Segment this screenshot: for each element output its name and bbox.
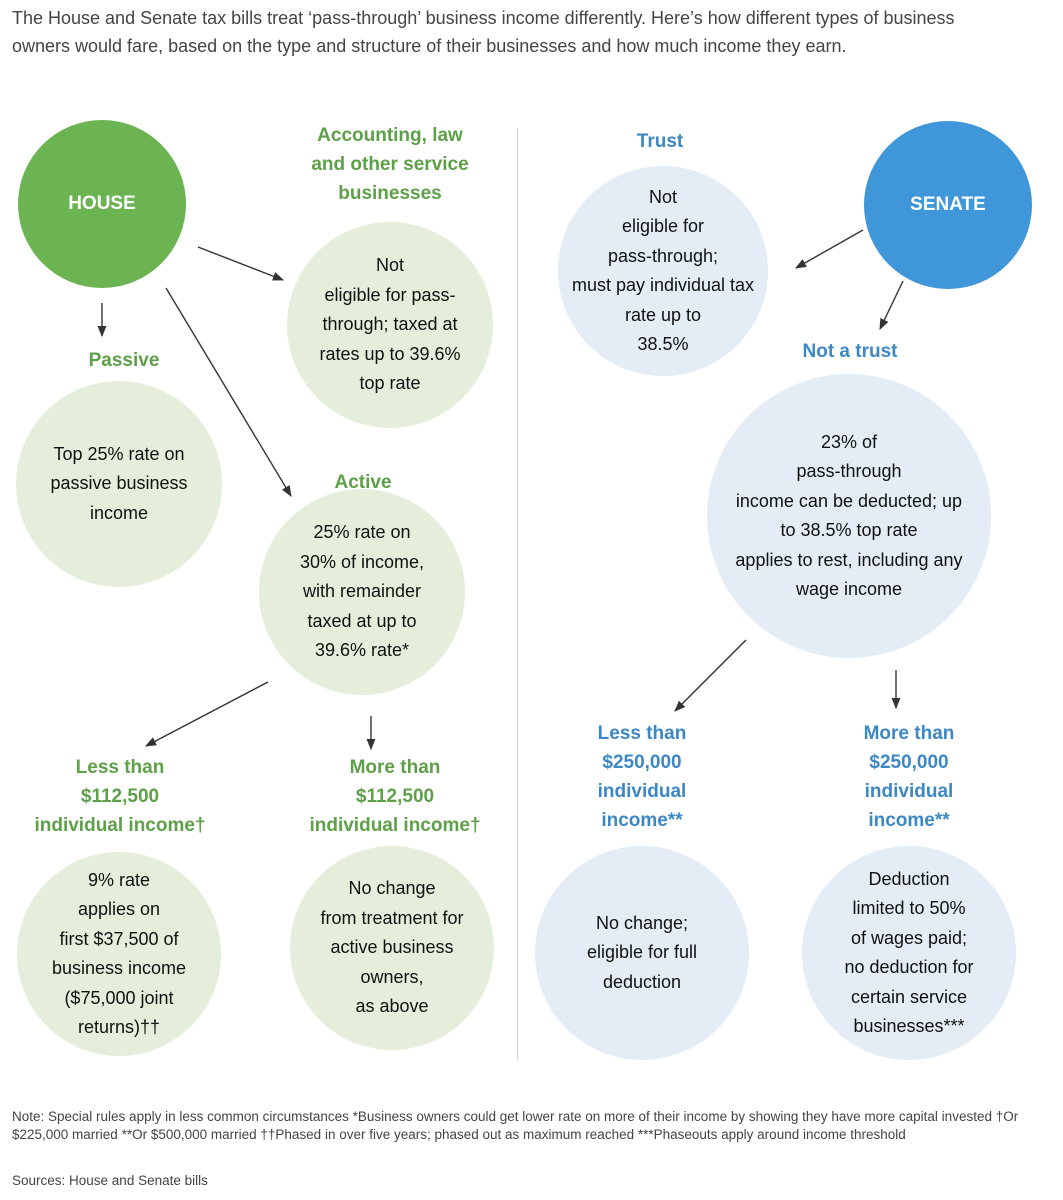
house-passive-bubble: Top 25% rate on passive business income	[16, 381, 222, 587]
sources: Sources: House and Senate bills	[12, 1173, 208, 1188]
arrow-not-trust-to-less	[674, 639, 747, 712]
senate-trust-bubble: Not eligible for pass-through; must pay …	[558, 166, 768, 376]
house-less-bubble: 9% rate applies on first $37,500 of busi…	[17, 852, 221, 1056]
house-active-bubble: 25% rate on 30% of income, with remainde…	[259, 489, 465, 695]
senate-not-trust-bubble: 23% of pass-through income can be deduct…	[707, 374, 991, 658]
house-more-bubble: No change from treatment for active busi…	[290, 846, 494, 1050]
arrow-active-to-less	[145, 681, 269, 747]
arrow-senate-to-trust	[795, 229, 864, 269]
footnote: Note: Special rules apply in less common…	[12, 1109, 1019, 1142]
house-hub-label: HOUSE	[68, 193, 136, 214]
house-service-label: Accounting, law and other service busine…	[311, 125, 469, 204]
senate-less-bubble: No change; eligible for full deduction	[535, 846, 749, 1060]
senate-not-trust-label: Not a trust	[802, 341, 898, 362]
arrow-senate-to-not-trust	[879, 280, 904, 331]
house-hub: HOUSE	[18, 120, 186, 288]
house-active-label: Active	[334, 472, 392, 493]
senate-less-label: Less than $250,000 individual income**	[597, 723, 687, 831]
house-more-label: More than $112,500 individual income†	[309, 757, 481, 836]
house-less-label: Less than $112,500 individual income†	[34, 757, 206, 836]
arrow-house-to-service	[197, 246, 285, 281]
house-service-bubble: Not eligible for pass- through; taxed at…	[287, 222, 493, 428]
arrow-house-to-active	[165, 287, 292, 497]
house-passive-label: Passive	[88, 350, 160, 371]
senate-more-label: More than $250,000 individual income**	[863, 723, 955, 831]
senate-trust-label: Trust	[636, 131, 684, 152]
senate-hub-label: SENATE	[910, 194, 986, 215]
senate-hub: SENATE	[864, 121, 1032, 289]
center-divider	[517, 128, 518, 1060]
senate-more-bubble: Deduction limited to 50% of wages paid; …	[802, 846, 1016, 1060]
intro-text: The House and Senate tax bills treat ‘pa…	[12, 8, 955, 56]
